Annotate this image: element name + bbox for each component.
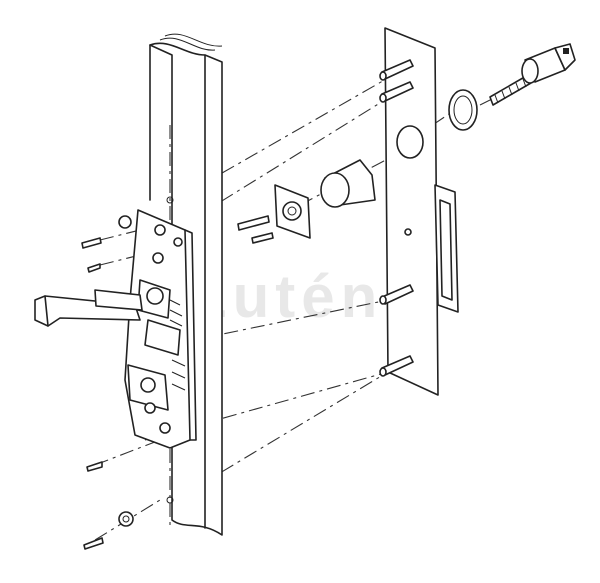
mounting-screws xyxy=(81,215,134,550)
key-cylinder xyxy=(489,43,576,106)
guide-pins xyxy=(379,59,414,377)
spindle-rose xyxy=(237,184,311,244)
faceplate xyxy=(384,27,459,396)
lever-handle xyxy=(34,289,143,327)
ring-washer xyxy=(448,89,478,131)
mortise-lock-body xyxy=(124,209,197,449)
cylinder-sleeve xyxy=(320,159,376,208)
